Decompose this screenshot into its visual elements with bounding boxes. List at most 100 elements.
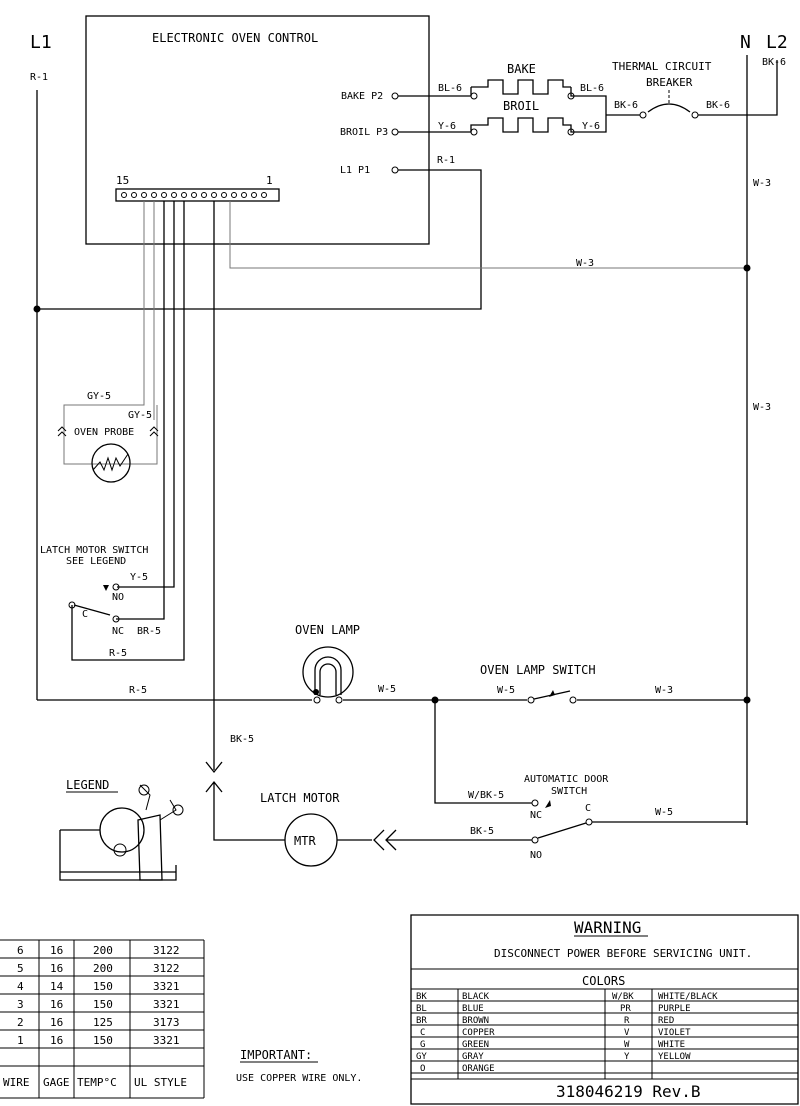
wire-label-bk5-b: BK-5 [470, 826, 494, 837]
wire-label-y5: Y-5 [130, 572, 148, 583]
wbk5-wire [434, 700, 532, 804]
latch-switch-nc: NC [112, 626, 124, 637]
wire-table-cell: 1 [17, 1034, 24, 1047]
r1-control-wire [37, 169, 482, 310]
wire-table-cell: 3122 [153, 944, 180, 957]
l1-pin-label: L1 P1 [340, 165, 370, 176]
latch-switch-no-marker [103, 585, 109, 591]
color-code: G [420, 1040, 425, 1050]
broil-element-label: BROIL [503, 99, 539, 113]
wire-table-cell: 3321 [153, 1034, 180, 1047]
color-code: W/BK [612, 992, 634, 1002]
color-code: O [420, 1064, 425, 1074]
wire-table-header: WIRE [3, 1076, 30, 1089]
thermal-circuit-breaker [647, 103, 691, 113]
color-name: YELLOW [658, 1052, 691, 1062]
color-code: BL [416, 1004, 427, 1014]
color-name: PURPLE [658, 1004, 691, 1014]
latch-switch-label-1: LATCH MOTOR SWITCH [40, 545, 148, 556]
color-name: BLUE [462, 1004, 484, 1014]
latch-motor-label: LATCH MOTOR [260, 791, 340, 805]
color-code: BR [416, 1016, 427, 1026]
wire-label-y6-a: Y-6 [438, 121, 456, 132]
latch-switch-contact [73, 604, 111, 616]
part-number: 318046219 Rev.B [556, 1082, 701, 1101]
broil-pin [391, 128, 399, 136]
latch-switch-no: NO [112, 592, 124, 603]
colors-title: COLORS [582, 974, 625, 988]
wire-table-cell: 16 [50, 962, 63, 975]
wire-table-rows: 6 16 200 3122 5 16 200 3122 4 14 150 332… [3, 944, 187, 1089]
door-switch-nc: NC [530, 810, 542, 821]
latch-switch-c: C [82, 609, 88, 620]
oven-control-box [85, 15, 430, 245]
connector-pin-1: 1 [266, 174, 273, 187]
bake-pin-label: BAKE P2 [341, 91, 383, 102]
door-switch-c: C [585, 803, 591, 814]
colors-table: BK BLACK W/BK WHITE/BLACK BL BLUE PR PUR… [416, 992, 718, 1074]
color-name: BROWN [462, 1016, 489, 1026]
auto-door-switch-label-2: SWITCH [551, 786, 587, 797]
wire-table-header: TEMP°C [77, 1076, 117, 1089]
color-name: WHITE [658, 1040, 685, 1050]
probe-connector-icon [57, 426, 159, 437]
color-code: PR [620, 1004, 631, 1014]
wire-label-r1-ctrl: R-1 [437, 155, 455, 166]
wire-table-cell: 125 [93, 1016, 113, 1029]
warning-title: WARNING [574, 918, 641, 937]
wire-label-w5-lamp: W-5 [378, 684, 396, 695]
bk5-door-wire [337, 829, 532, 851]
wire-table-cell: 16 [50, 944, 63, 957]
wire-label-w5-sw: W-5 [497, 685, 515, 696]
wire-table-cell: 16 [50, 998, 63, 1011]
wire-table-cell: 5 [17, 962, 24, 975]
oven-control-title: ELECTRONIC OVEN CONTROL [152, 31, 318, 45]
wire-table-header: UL STYLE [134, 1076, 187, 1089]
wire-table [0, 939, 205, 1099]
color-code: GY [416, 1052, 427, 1062]
connector-pin-15: 15 [116, 174, 129, 187]
wire-table-header: GAGE [43, 1076, 70, 1089]
warning-text: DISCONNECT POWER BEFORE SERVICING UNIT. [494, 947, 752, 960]
wire-label-bl6-a: BL-6 [438, 83, 462, 94]
wire-label-bl6-b: BL-6 [580, 83, 604, 94]
broil-pin-label: BROIL P3 [340, 127, 388, 138]
w3-control-wire [229, 201, 747, 269]
latch-switch-label-2: SEE LEGEND [66, 556, 126, 567]
color-code: V [624, 1028, 630, 1038]
color-name: WHITE/BLACK [658, 992, 718, 1002]
warning-colors-frame [410, 914, 799, 1105]
wire-label-r5-b: R-5 [129, 685, 147, 696]
wire-label-gy5-a: GY-5 [87, 391, 111, 402]
wire-table-cell: 150 [93, 1034, 113, 1047]
bake-element-label: BAKE [507, 62, 536, 76]
oven-lamp-icon [302, 646, 354, 698]
wire-table-cell: 16 [50, 1034, 63, 1047]
wire-label-br5: BR-5 [137, 626, 161, 637]
wire-table-cell: 3321 [153, 998, 180, 1011]
important-title: IMPORTANT: [240, 1048, 312, 1062]
wire-table-cell: 3 [17, 998, 24, 1011]
latch-motor-mtr: MTR [294, 834, 316, 848]
color-name: GREEN [462, 1040, 489, 1050]
wire-label-gy5-b: GY-5 [128, 410, 152, 421]
wire-label-r5-a: R-5 [109, 648, 127, 659]
wire-table-cell: 3173 [153, 1016, 180, 1029]
legend-title: LEGEND [66, 778, 109, 792]
wire-label-r1-left: R-1 [30, 72, 48, 83]
wire-table-cell: 3122 [153, 962, 180, 975]
color-code: W [624, 1040, 630, 1050]
connector-strip [115, 188, 280, 202]
broil-element [398, 115, 607, 133]
wire-table-cell: 4 [17, 980, 24, 993]
thermistor-icon [91, 443, 131, 483]
wire-label-bk6-a: BK-6 [614, 100, 638, 111]
color-name: BLACK [462, 992, 490, 1002]
wire-table-cell: 16 [50, 1016, 63, 1029]
wire-label-bk6-b: BK-6 [706, 100, 730, 111]
color-name: GRAY [462, 1052, 484, 1062]
l1-label: L1 [30, 32, 52, 53]
wire-label-w3-right-mid: W-3 [753, 402, 771, 413]
oven-probe-label: OVEN PROBE [74, 427, 134, 438]
door-switch-no: NO [530, 850, 542, 861]
